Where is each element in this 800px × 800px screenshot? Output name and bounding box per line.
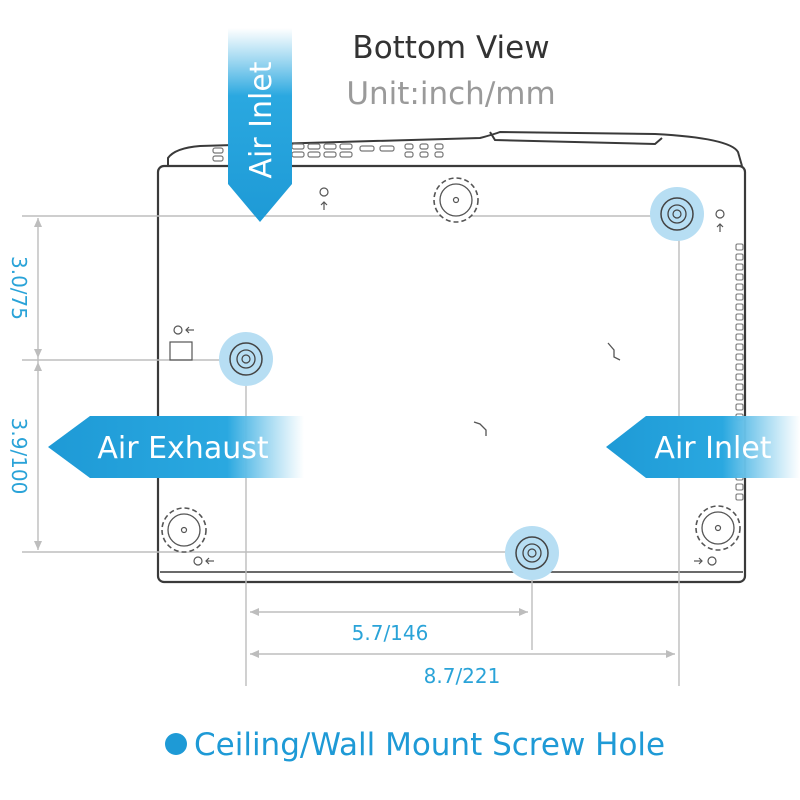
mount-screw-hole: [505, 526, 559, 580]
dim-vertical-upper: 3.0/75: [7, 256, 31, 320]
air-exhaust-arrow: Air Exhaust: [48, 416, 304, 478]
projector-top-ridge: [167, 130, 743, 168]
foot-gear-icon: [695, 505, 741, 551]
air-inlet-right-arrow: Air Inlet: [606, 416, 800, 478]
legend-dot-icon: [165, 733, 187, 755]
diagram-title: Bottom View: [352, 30, 549, 66]
dim-vertical-lower: 3.9/100: [7, 418, 31, 495]
air-inlet-right-label: Air Inlet: [654, 431, 771, 466]
foot-gear-icon: [161, 507, 207, 553]
small-screw-icon: [169, 187, 725, 566]
air-inlet-top-label: Air Inlet: [244, 61, 279, 178]
right-side-vents: [735, 243, 744, 501]
foot-gear-icon: [433, 177, 479, 223]
dimension-arrowheads: [34, 218, 675, 658]
projector-body: [156, 164, 747, 584]
mount-screw-hole: [650, 187, 704, 241]
dim-horizontal-short: 5.7/146: [352, 621, 429, 645]
dimension-lines: [22, 215, 680, 686]
air-inlet-top-arrow: Air Inlet: [228, 28, 292, 222]
dim-horizontal-long: 8.7/221: [424, 664, 501, 688]
legend-text: Ceiling/Wall Mount Screw Hole: [194, 727, 665, 763]
air-exhaust-label: Air Exhaust: [97, 431, 268, 466]
corner-marks: [473, 342, 621, 436]
mount-screw-hole: [219, 332, 273, 386]
unit-label: Unit:inch/mm: [346, 76, 555, 112]
